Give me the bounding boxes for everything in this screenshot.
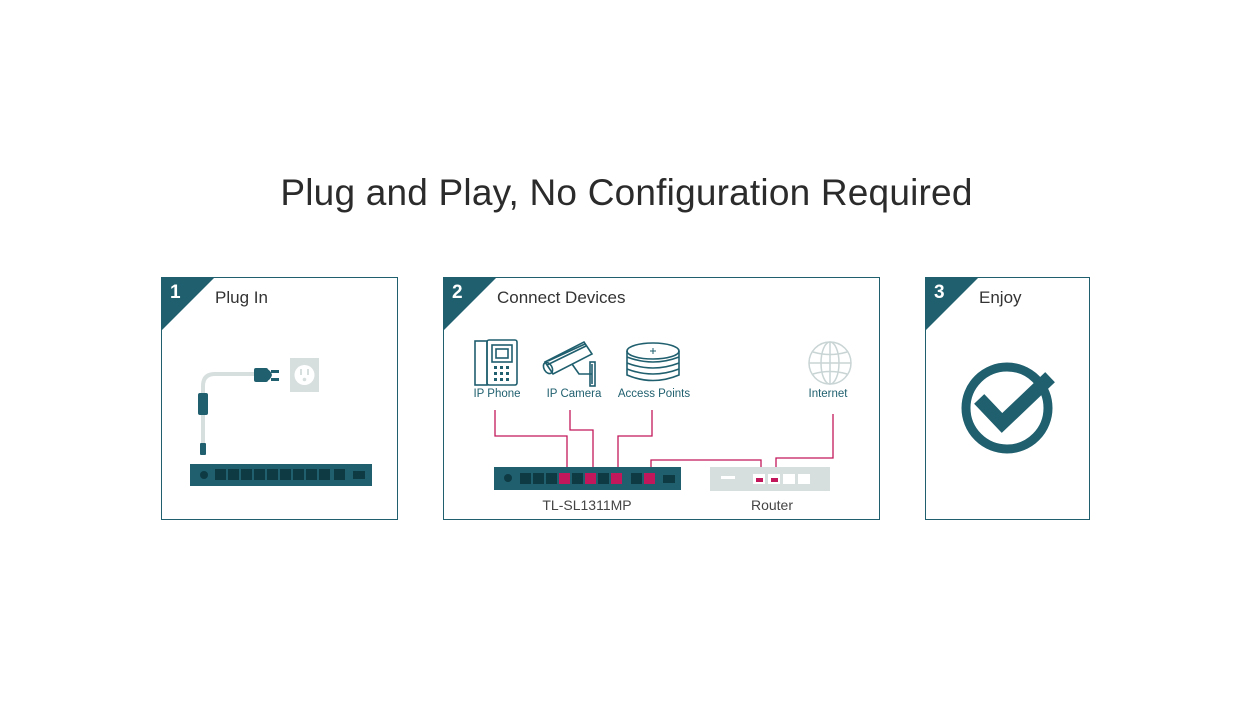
step-number: 3	[934, 282, 945, 303]
ip-phone-label: IP Phone	[473, 388, 520, 400]
internet-label: Internet	[809, 388, 849, 400]
globe-icon	[808, 341, 852, 385]
network-switch-icon	[190, 464, 372, 486]
wall-outlet-icon	[290, 358, 319, 392]
ip-camera-label: IP Camera	[547, 388, 602, 400]
step-corner-badge	[926, 278, 978, 330]
step-corner-badge	[162, 278, 214, 330]
connect-devices-illustration: IP Phone IP Camera Access Points	[473, 339, 852, 513]
access-point-icon	[626, 342, 680, 382]
step-label: Connect Devices	[497, 288, 626, 307]
page-title: Plug and Play, No Configuration Required	[280, 172, 973, 213]
ip-camera-icon	[542, 340, 596, 387]
step-card-enjoy: 3 Enjoy	[925, 277, 1090, 520]
network-switch-icon	[494, 467, 681, 490]
step-label: Plug In	[215, 288, 268, 307]
ip-phone-icon	[474, 339, 518, 386]
step-card-connect-devices: 2 Connect Devices IP Phone IP Camera	[443, 277, 880, 520]
router-caption: Router	[751, 497, 793, 513]
switch-model-caption: TL-SL1311MP	[542, 497, 631, 513]
router-icon	[710, 467, 830, 491]
step-number: 2	[452, 282, 463, 303]
step-number: 1	[170, 282, 181, 303]
power-plug-icon	[254, 368, 279, 382]
access-points-label: Access Points	[618, 388, 690, 400]
step-card-plug-in: 1 Plug In	[161, 277, 398, 520]
step-corner-badge	[444, 278, 496, 330]
checkmark-icon	[961, 362, 1055, 454]
plug-in-illustration	[190, 358, 372, 486]
step-label: Enjoy	[979, 288, 1022, 307]
